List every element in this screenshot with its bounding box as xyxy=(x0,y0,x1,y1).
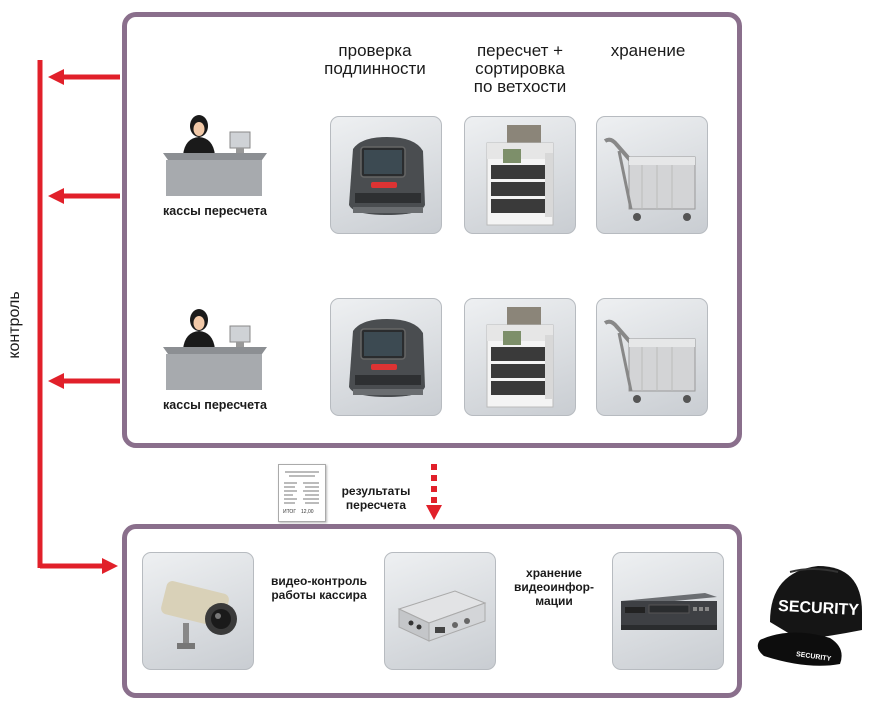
arrow-to-control-3 xyxy=(48,373,120,389)
arrow-to-video-panel xyxy=(40,558,118,574)
video-storage-label: хранение видеоинфор- мации xyxy=(494,566,614,608)
counter-sorter-icon xyxy=(486,307,554,408)
arrow-to-control-2 xyxy=(48,188,120,204)
heading-counting: пересчет + сортировка по ветхости xyxy=(445,42,595,96)
counter-sorter-tile-1 xyxy=(464,116,576,234)
results-label-line2: пересчета xyxy=(345,498,407,512)
cashier-1-monitor xyxy=(229,131,251,153)
heading-counting-line2: сортировка xyxy=(475,59,565,78)
results-dashed-arrow xyxy=(426,464,442,520)
cap-visor-security-text: SECURITY xyxy=(796,651,832,663)
storage-cart-tile-1 xyxy=(596,116,708,234)
receipt-icon: ИТОГ 12,00 xyxy=(278,464,326,522)
results-label: результаты пересчета xyxy=(326,484,426,512)
heading-storage-line1: хранение xyxy=(610,41,686,60)
heading-authenticity-line2: подлинности xyxy=(324,59,426,78)
counter-sorter-tile-2 xyxy=(464,298,576,416)
results-label-line1: результаты xyxy=(341,484,411,498)
heading-counting-line3: по ветхости xyxy=(473,77,567,96)
cashier-1-person xyxy=(183,115,215,155)
video-control-label-line1: видео-контроль xyxy=(270,574,368,588)
authenticity-detector-icon xyxy=(349,319,425,397)
authenticity-detector-tile-2 xyxy=(330,298,442,416)
cap-security-text: SECURITY xyxy=(778,598,860,619)
video-recorder-tile xyxy=(612,552,724,670)
authenticity-detector-tile-1 xyxy=(330,116,442,234)
video-storage-label-line2: видеоинфор- xyxy=(514,580,594,594)
storage-cart-icon xyxy=(603,319,696,403)
storage-cart-icon xyxy=(603,137,696,221)
video-recorder-icon xyxy=(621,593,717,630)
camera-tile xyxy=(142,552,254,670)
video-control-label-line2: работы кассира xyxy=(271,588,367,602)
heading-authenticity-line1: проверка xyxy=(338,41,412,60)
cashier-2-monitor xyxy=(229,325,251,347)
heading-counting-line1: пересчет + xyxy=(476,41,564,60)
authenticity-detector-icon xyxy=(349,137,425,215)
receipt-lines-icon: ИТОГ 12,00 xyxy=(283,471,319,515)
heading-authenticity: проверка подлинности xyxy=(300,42,450,78)
counter-sorter-icon xyxy=(486,125,554,226)
receipt-total-value: 12,00 xyxy=(301,509,314,515)
video-storage-label-line3: мации xyxy=(535,594,573,608)
arrow-to-control-1 xyxy=(48,69,120,85)
cashier-2-person xyxy=(183,309,215,349)
video-storage-label-line1: хранение xyxy=(526,566,582,580)
camera-icon xyxy=(161,581,237,649)
storage-cart-tile-2 xyxy=(596,298,708,416)
cashier-label-2: кассы пересчета xyxy=(163,398,267,412)
video-server-tile xyxy=(384,552,496,670)
video-control-label: видео-контроль работы кассира xyxy=(252,574,386,602)
cashier-label-1: кассы пересчета xyxy=(163,204,267,218)
video-server-icon xyxy=(397,590,487,642)
heading-storage: хранение xyxy=(578,42,718,60)
receipt-total-label: ИТОГ xyxy=(283,509,296,515)
